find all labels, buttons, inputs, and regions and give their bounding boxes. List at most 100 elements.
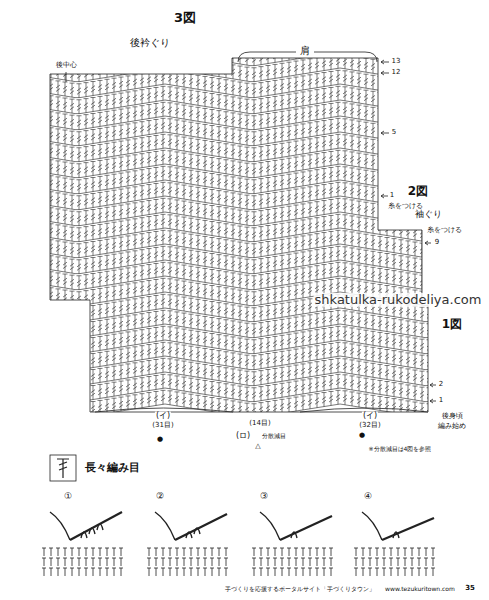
symbol-mark: ● xyxy=(358,432,366,440)
section-mark: (イ) xyxy=(362,412,378,421)
figure-number: 3図 xyxy=(173,11,197,25)
stitch-count: (14目) xyxy=(248,420,271,428)
row-arrow xyxy=(381,62,389,196)
stitch-row xyxy=(42,86,446,113)
step-illustration xyxy=(42,512,123,576)
figure-number: 1図 xyxy=(441,318,463,331)
row-line xyxy=(40,340,450,354)
stitch-row xyxy=(42,230,446,257)
crochet-hook xyxy=(70,512,122,540)
stitch-row xyxy=(42,54,446,81)
step-illustration xyxy=(252,512,333,576)
part-name: 袖ぐり xyxy=(414,210,443,220)
part-name: 後身頃 xyxy=(441,413,464,421)
row-line xyxy=(40,324,450,338)
stitch-row xyxy=(42,374,446,401)
row-number: 13 xyxy=(391,58,402,66)
note: 糸をつける xyxy=(426,227,463,235)
row-line xyxy=(40,36,450,50)
step-number: ① xyxy=(63,492,73,502)
stitch-row xyxy=(42,118,446,145)
figure-number: 2図 xyxy=(407,185,429,198)
row-number: 2 xyxy=(438,381,444,389)
yarn-loops xyxy=(362,512,399,540)
stitch-count: (32目) xyxy=(358,422,381,430)
yarn-loops xyxy=(50,512,103,540)
stitch-row xyxy=(42,246,446,273)
fabric-rows xyxy=(147,548,228,576)
treble-symbol xyxy=(57,459,69,478)
symbol-mark: △ xyxy=(254,443,261,451)
note: ※分散減目は4図を参照 xyxy=(368,446,433,453)
step-number: ② xyxy=(155,492,165,502)
stitch-row xyxy=(42,326,446,353)
row-line xyxy=(40,116,450,130)
row-line xyxy=(40,84,450,98)
stitch-row xyxy=(42,358,446,385)
row-line xyxy=(40,244,450,258)
row-line xyxy=(40,164,450,178)
symbol-frame xyxy=(50,455,76,481)
legend-entry: 長々編み目 xyxy=(84,462,141,474)
page-number: 35 xyxy=(464,585,476,593)
stitch-row xyxy=(42,262,446,289)
stitch-count: (31目) xyxy=(151,422,174,430)
row-number: 1 xyxy=(389,192,395,200)
row-line xyxy=(40,356,450,370)
row-number: 5 xyxy=(391,129,397,137)
part-name: 後衿ぐり xyxy=(129,37,171,48)
crochet-hook xyxy=(175,514,227,540)
arrow-head xyxy=(381,60,384,198)
note: 分散減目 xyxy=(261,433,287,440)
row-line xyxy=(40,276,450,290)
step-illustration xyxy=(354,512,435,576)
symbol-mark: ● xyxy=(156,436,164,444)
footer-text: 手づくりを応援するポータルサイト「手づくりタウン」 xyxy=(224,586,376,593)
fabric-rows xyxy=(354,548,435,576)
stitch-row xyxy=(42,214,446,241)
row-line xyxy=(40,404,450,418)
stitch-row xyxy=(42,310,446,337)
row-line xyxy=(40,388,450,402)
crochet-hook xyxy=(280,516,332,540)
stitch-row xyxy=(42,134,446,161)
stitch-row xyxy=(42,198,446,225)
row-line xyxy=(40,148,450,162)
step-number: ③ xyxy=(259,492,269,502)
part-name: 後中心 xyxy=(55,62,78,70)
step-illustration xyxy=(147,512,228,576)
ripple-fabric xyxy=(40,36,450,418)
fabric-rows xyxy=(42,548,123,576)
yarn-loops xyxy=(260,512,297,540)
row-number: 12 xyxy=(391,69,402,77)
part-name: 肩 xyxy=(299,45,311,56)
section-mark: (イ) xyxy=(155,412,171,421)
row-line xyxy=(40,372,450,386)
stitch-row xyxy=(42,38,446,65)
stitch-row xyxy=(42,390,446,417)
crochet-hook xyxy=(382,518,434,540)
row-line xyxy=(40,260,450,274)
row-number: 1 xyxy=(438,397,444,405)
legend-text: 長々編み目 xyxy=(85,461,140,474)
stitch-row xyxy=(42,166,446,193)
stitch-row xyxy=(42,70,446,97)
row-number: 9 xyxy=(434,239,440,247)
fabric-rows xyxy=(252,548,333,576)
row-line xyxy=(40,212,450,226)
stitch-row xyxy=(42,342,446,369)
row-line xyxy=(40,308,450,322)
row-line xyxy=(40,68,450,82)
stitch-row xyxy=(42,102,446,129)
stitch-row xyxy=(42,182,446,209)
section-mark: (ロ) xyxy=(235,432,251,441)
fabric-outline xyxy=(50,58,428,412)
step-number: ④ xyxy=(363,492,373,502)
stitch-row xyxy=(42,150,446,177)
row-arrow xyxy=(425,241,436,403)
footer-url: www.tezukuritown.com xyxy=(384,586,456,593)
row-line xyxy=(40,100,450,114)
note: 編み始め xyxy=(437,423,467,431)
watermark: shkatulka-rukodeliya.com xyxy=(314,293,483,307)
